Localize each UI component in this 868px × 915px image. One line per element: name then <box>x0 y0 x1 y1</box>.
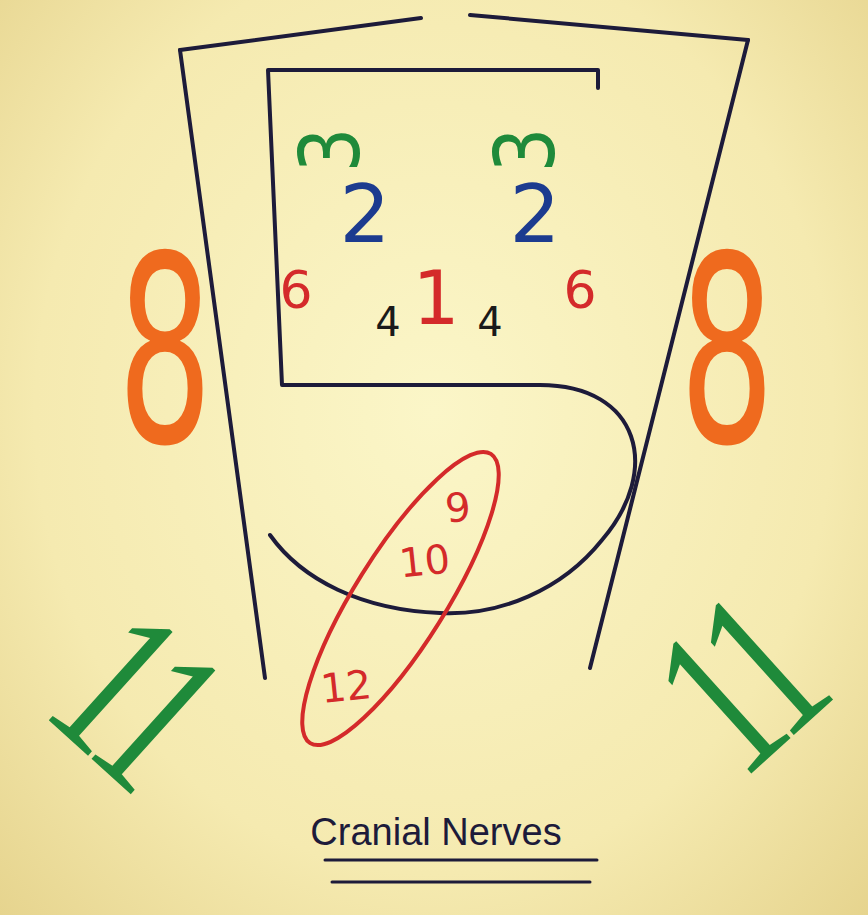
tongue-outline <box>271 429 529 766</box>
mouth-outline <box>268 70 635 613</box>
title-underline <box>325 859 597 862</box>
eye-number: 2 <box>510 175 561 255</box>
head-outline <box>470 15 748 40</box>
tongue-shape: 9 10 12 <box>268 427 531 770</box>
nostril-number: 4 <box>477 302 502 342</box>
tongue-number: 9 <box>442 486 471 528</box>
cheek-number: 6 <box>279 264 312 316</box>
cheek-number: 6 <box>563 264 596 316</box>
neck-number: 11 <box>615 561 855 809</box>
tongue-outline-canvas <box>268 427 531 770</box>
tongue-number: 12 <box>317 664 372 709</box>
eyebrow-number: 3 <box>288 128 372 173</box>
head-outline <box>180 18 421 50</box>
ear-number: 8 <box>679 222 774 482</box>
nose-number: 1 <box>412 261 459 335</box>
tongue-number: 10 <box>396 538 451 583</box>
ear-number: 8 <box>117 222 212 482</box>
title-underline <box>332 881 590 884</box>
diagram-title: Cranial Nerves <box>310 813 561 851</box>
eyebrow-number: 3 <box>483 128 567 173</box>
eye-number: 2 <box>340 175 391 255</box>
nostril-number: 4 <box>375 302 400 342</box>
neck-number: 11 <box>15 571 255 819</box>
